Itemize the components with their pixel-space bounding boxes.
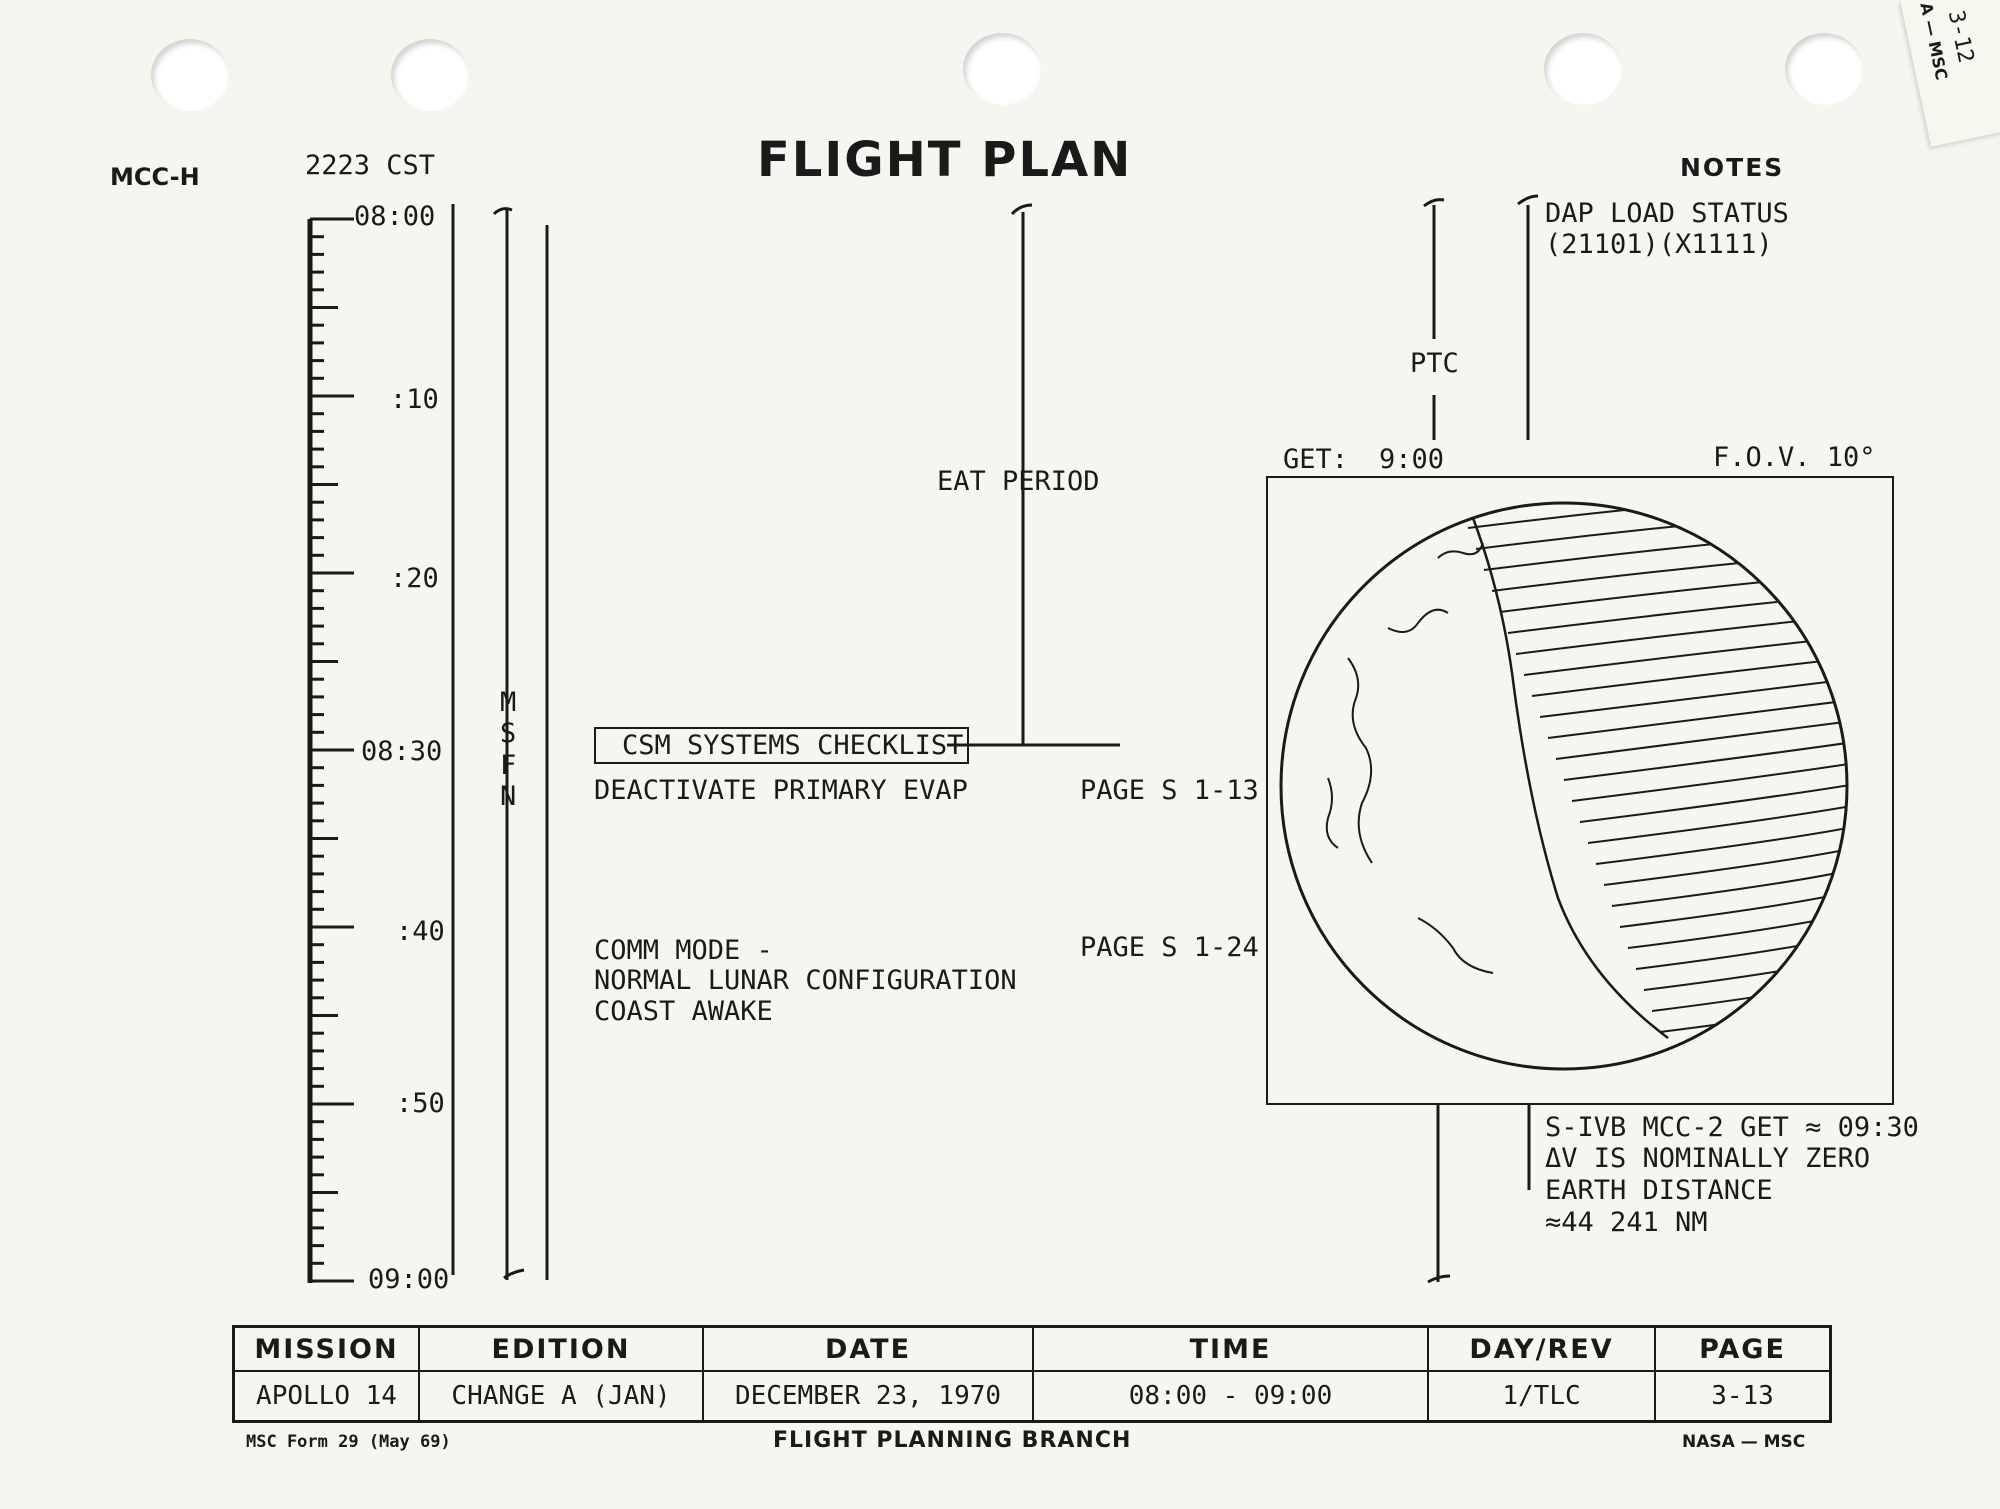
night-side-hatch: [1531, 655, 1847, 697]
night-side-hatch: [1499, 571, 1847, 613]
night-side-hatch: [1635, 928, 1847, 970]
sivb-note-line: ΔV IS NOMINALLY ZERO: [1545, 1143, 1871, 1174]
org-label: NASA — MSC: [1682, 1432, 1806, 1452]
night-side-hatch: [1491, 550, 1847, 592]
dap-load-line: (21101)(X1111): [1545, 229, 1773, 260]
date-header: DATE: [702, 1325, 1034, 1372]
night-side-hatch: [1483, 529, 1847, 571]
edition-header: EDITION: [418, 1325, 704, 1372]
csm-checklist-box: CSM SYSTEMS CHECKLIST: [594, 727, 970, 764]
comm-page-ref: PAGE S 1-24: [1080, 932, 1259, 963]
night-side-hatch: [1539, 676, 1847, 718]
eat-period-label: EAT PERIOD: [937, 466, 1100, 497]
get-value: 9:00: [1379, 444, 1445, 475]
night-side-hatch: [1507, 592, 1847, 634]
msfn-letter: S: [500, 718, 517, 749]
night-side-hatch: [1563, 739, 1847, 781]
page-header: PAGE: [1654, 1325, 1832, 1372]
time-value: 08:00 - 09:00: [1032, 1370, 1429, 1423]
night-side-hatch: [1555, 718, 1847, 760]
night-side-hatch: [1571, 760, 1847, 802]
branch-label: FLIGHT PLANNING BRANCH: [773, 1428, 1132, 1453]
comm-mode-line: NORMAL LUNAR CONFIGURATION: [594, 965, 1017, 996]
page-value: 3-13: [1654, 1370, 1832, 1423]
comm-mode-line: COAST AWAKE: [594, 996, 773, 1027]
earth-view-frame: [1266, 476, 1894, 1105]
night-side-hatch: [1667, 1012, 1847, 1054]
binder-hole: [1785, 33, 1863, 105]
night-side-hatch: [1595, 823, 1847, 865]
flight-plan-info-table: MISSION EDITION DATE TIME DAY/REV PAGE A…: [232, 1325, 1832, 1423]
deactivate-page-ref: PAGE S 1-13: [1080, 775, 1259, 806]
night-side-hatch: [1611, 865, 1847, 907]
night-side-hatch: [1475, 508, 1847, 550]
msfn-letter: F: [500, 750, 517, 781]
edition-value: CHANGE A (JAN): [418, 1370, 704, 1423]
night-side-hatch: [1643, 949, 1847, 991]
tick-label: :20: [390, 563, 439, 594]
earth-globe-drawing: [1279, 501, 1849, 1071]
tick-label: :40: [396, 916, 445, 947]
night-side-hatch: [1619, 886, 1847, 928]
sivb-note-line: S-IVB MCC-2 GET ≈ 09:30: [1545, 1112, 1919, 1143]
date-value: DECEMBER 23, 1970: [702, 1370, 1034, 1423]
sivb-note-line: ≈44 241 NM: [1545, 1207, 1708, 1238]
station-label: MCC-H: [110, 163, 200, 191]
dayrev-header: DAY/REV: [1427, 1325, 1656, 1372]
notes-heading: NOTES: [1680, 153, 1785, 182]
msfn-letter: N: [500, 781, 517, 812]
tick-label: :10: [390, 384, 439, 415]
binder-hole: [1544, 33, 1622, 105]
night-side-hatch: [1587, 802, 1847, 844]
dap-load-line: DAP LOAD STATUS: [1545, 198, 1789, 229]
time-header: TIME: [1032, 1325, 1429, 1372]
comm-mode-line: COMM MODE -: [594, 935, 773, 966]
tick-label: 08:00: [354, 201, 436, 232]
tick-label: 09:00: [368, 1264, 450, 1295]
page-title: FLIGHT PLAN: [757, 132, 1133, 188]
time-cst: 2223 CST: [305, 150, 436, 181]
tick-label: 08:30: [361, 736, 443, 767]
binder-hole: [963, 33, 1041, 105]
get-label: GET:: [1283, 444, 1349, 475]
deactivate-evap: DEACTIVATE PRIMARY EVAP: [594, 775, 968, 806]
night-side-hatch: [1627, 907, 1847, 949]
night-side-hatch: [1659, 991, 1847, 1033]
fov-label: F.O.V. 10°: [1713, 442, 1876, 473]
binder-hole: [391, 39, 469, 111]
night-side-hatch: [1603, 844, 1847, 886]
ptc-label: PTC: [1410, 348, 1459, 379]
form-number: MSC Form 29 (May 69): [246, 1432, 451, 1452]
mission-value: APOLLO 14: [232, 1370, 420, 1423]
tick-label: :50: [396, 1088, 445, 1119]
night-side-hatch: [1579, 781, 1847, 823]
dayrev-value: 1/TLC: [1427, 1370, 1656, 1423]
night-side-hatch: [1547, 697, 1847, 739]
binder-hole: [151, 39, 229, 111]
night-side-hatch: [1515, 613, 1847, 655]
sivb-note-line: EARTH DISTANCE: [1545, 1175, 1773, 1206]
msfn-letter: M: [500, 687, 517, 718]
mission-header: MISSION: [232, 1325, 420, 1372]
